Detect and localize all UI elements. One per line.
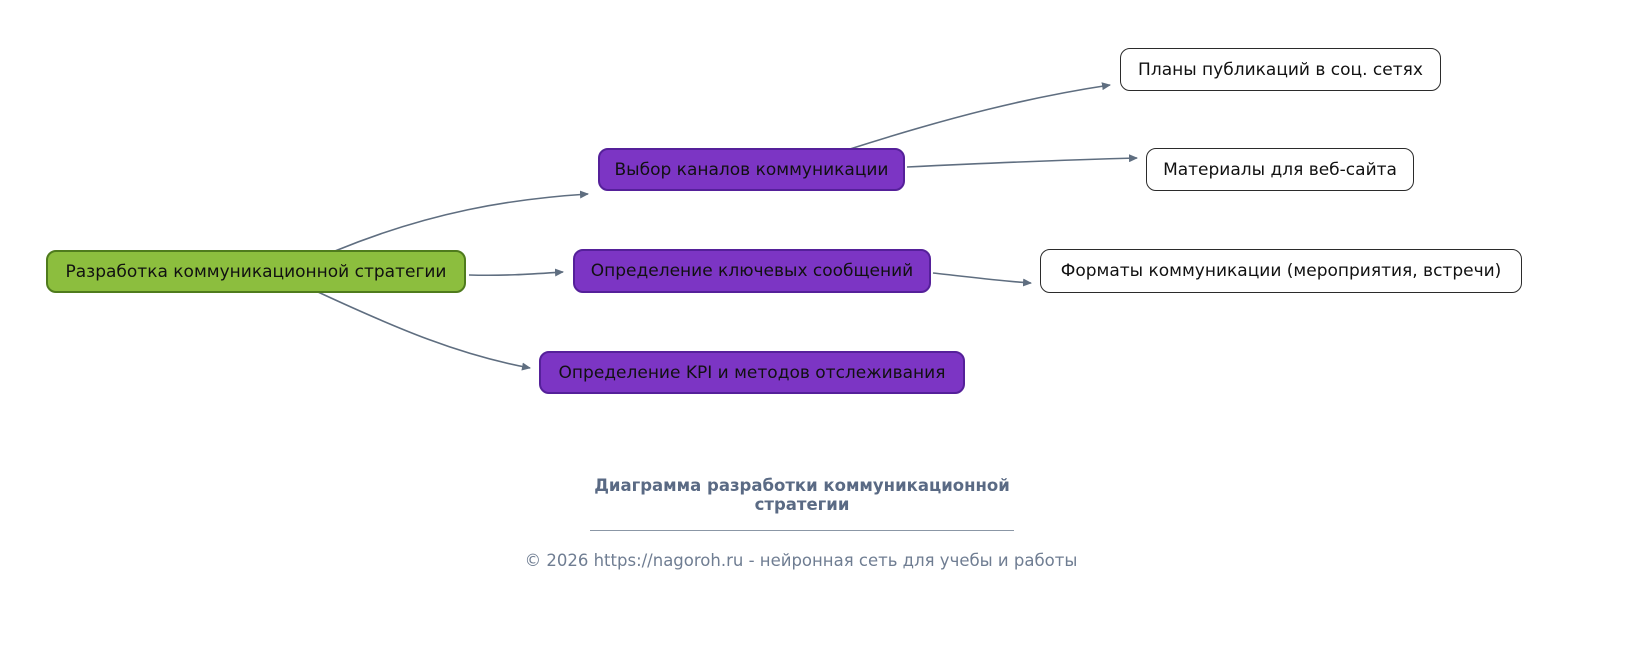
node-label: Выбор каналов коммуникации [614,159,889,180]
node-label: Форматы коммуникации (мероприятия, встре… [1060,261,1502,281]
node-communication-formats[interactable]: Форматы коммуникации (мероприятия, встре… [1040,249,1522,293]
node-channels[interactable]: Выбор каналов коммуникации [598,148,905,191]
node-website-materials[interactable]: Материалы для веб-сайта [1146,148,1414,191]
node-social-plans[interactable]: Планы публикаций в соц. сетях [1120,48,1441,91]
node-label: Определение KPI и методов отслеживания [558,362,946,383]
arrow-root-to-kpi [317,291,531,371]
arrow-channels-to-social [849,82,1111,150]
arrow-root-to-channels [334,190,589,252]
arrow-root-to-messages [468,268,564,277]
node-label: Материалы для веб-сайта [1163,159,1397,180]
node-root-strategy[interactable]: Разработка коммуникационной стратегии [46,250,466,293]
arrow-channels-to-web [906,154,1138,168]
node-label: Разработка коммуникационной стратегии [65,261,447,282]
node-key-messages[interactable]: Определение ключевых сообщений [573,249,931,293]
node-label: Определение ключевых сообщений [590,261,914,281]
arrow-messages-to-formats [932,272,1032,287]
node-label: Планы публикаций в соц. сетях [1138,59,1423,80]
diagram-caption: Диаграмма разработки коммуникационной ст… [594,476,1010,514]
node-kpi[interactable]: Определение KPI и методов отслеживания [539,351,965,394]
footer-credit: © 2026 https://nagoroh.ru - нейронная се… [524,551,1078,570]
caption-divider [590,530,1014,531]
